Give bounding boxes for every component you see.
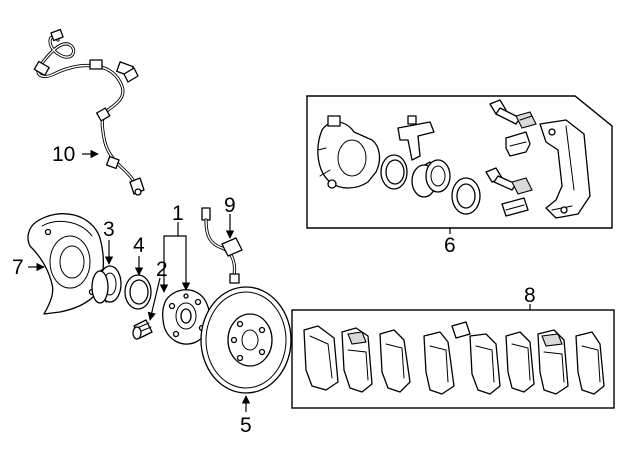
callout-1: 1 bbox=[172, 202, 184, 225]
callout-5: 5 bbox=[240, 414, 252, 437]
brake-pad-5 bbox=[451, 321, 501, 395]
callout-labels: 10 7 3 4 1 2 9 5 6 8 bbox=[12, 143, 536, 437]
wheel-stud bbox=[132, 319, 153, 340]
brake-pad-8 bbox=[575, 331, 605, 395]
piston-seal bbox=[380, 154, 408, 190]
pin-boot-upper bbox=[515, 111, 537, 129]
callout-9: 9 bbox=[224, 194, 236, 217]
callout-3: 3 bbox=[103, 218, 115, 241]
caliper-body bbox=[317, 115, 381, 189]
caliper-group-box bbox=[306, 95, 613, 229]
splash-shield bbox=[27, 213, 105, 315]
caliper-piston bbox=[411, 159, 451, 198]
brake-pad-3 bbox=[379, 329, 411, 393]
brake-pad-1 bbox=[303, 325, 339, 391]
pad-clip-upper bbox=[505, 131, 531, 157]
pin-boot-lower bbox=[511, 177, 533, 195]
caliper-clip bbox=[397, 115, 435, 161]
brake-pad-7 bbox=[537, 329, 569, 395]
wheel-bearing bbox=[91, 265, 122, 304]
abs-sensor-harness bbox=[33, 28, 145, 196]
guide-pin-upper bbox=[489, 99, 521, 125]
leader-lines bbox=[28, 149, 531, 412]
callout-10: 10 bbox=[52, 143, 75, 166]
pad-clip-lower bbox=[501, 197, 529, 217]
snap-ring bbox=[124, 274, 152, 310]
callout-4: 4 bbox=[133, 234, 145, 257]
callout-8: 8 bbox=[524, 284, 536, 307]
piston-boot bbox=[451, 177, 481, 215]
brake-pad-2 bbox=[341, 327, 373, 393]
brake-rotor bbox=[200, 286, 292, 394]
callout-6: 6 bbox=[444, 234, 456, 257]
callout-2: 2 bbox=[156, 258, 168, 281]
guide-pin-lower bbox=[485, 167, 517, 191]
brake-pad-4 bbox=[423, 331, 455, 395]
brake-hose bbox=[201, 207, 243, 284]
pad-group-box bbox=[291, 309, 615, 409]
callout-7: 7 bbox=[12, 256, 24, 279]
brake-pad-6 bbox=[505, 331, 535, 393]
caliper-bracket bbox=[539, 119, 591, 219]
